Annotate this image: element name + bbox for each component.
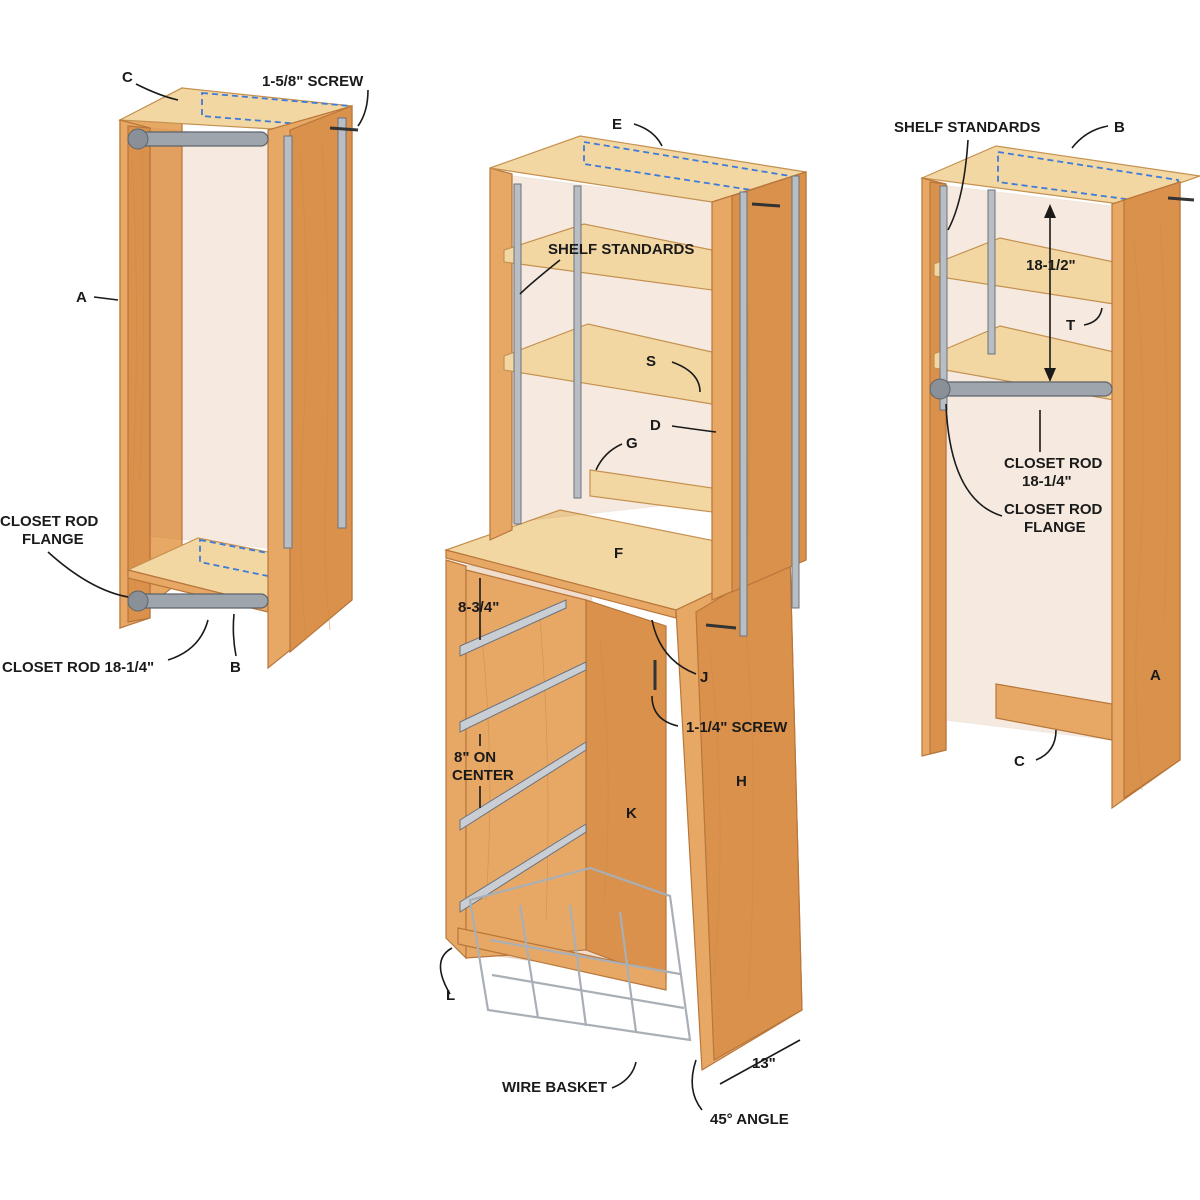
center-label-dim-13: 13" xyxy=(752,1055,776,1072)
center-label-angle: 45° ANGLE xyxy=(710,1111,789,1128)
right-closet-rod xyxy=(939,381,1113,397)
center-mid-screw xyxy=(705,623,737,630)
right-label-rod-2: 18-1/4" xyxy=(1022,473,1072,490)
left-screw xyxy=(329,126,359,132)
center-label-wire-basket: WIRE BASKET xyxy=(502,1079,607,1096)
center-unit xyxy=(439,123,807,1111)
right-closet-rod-flange xyxy=(929,378,951,400)
left-top-flange xyxy=(127,128,149,150)
center-shelf-standard-3 xyxy=(739,191,748,637)
center-label-on-center-2: CENTER xyxy=(452,767,514,784)
center-back-panel-k xyxy=(585,599,667,981)
right-shelf-standard-2 xyxy=(987,189,996,355)
left-label-a: A xyxy=(76,289,87,306)
left-unit xyxy=(47,83,369,670)
wire-basket xyxy=(468,866,692,1042)
right-label-dim-18-1-2: 18-1/2" xyxy=(1026,257,1076,274)
center-shelf-standard-2 xyxy=(573,185,582,499)
center-shelf-standard-4 xyxy=(791,175,800,609)
center-label-d: D xyxy=(650,417,661,434)
center-label-e: E xyxy=(612,116,622,133)
right-unit xyxy=(919,125,1200,810)
center-label-dim-8-3-4: 8-3/4" xyxy=(458,599,499,616)
left-shelf-standard-1 xyxy=(283,135,293,549)
right-screw xyxy=(1167,196,1195,202)
left-label-flange-2: FLANGE xyxy=(22,531,84,548)
center-label-g: G xyxy=(626,435,638,452)
left-bottom-flange xyxy=(127,590,149,612)
right-label-flange-1: CLOSET ROD xyxy=(1004,501,1103,518)
right-label-shelf-standards: SHELF STANDARDS xyxy=(894,119,1040,136)
right-shelf-standard-1 xyxy=(939,185,948,411)
center-label-h: H xyxy=(736,773,747,790)
right-label-c: C xyxy=(1014,753,1025,770)
left-label-flange-1: CLOSET ROD xyxy=(0,513,99,530)
drawer-slides xyxy=(459,599,587,913)
center-label-k: K xyxy=(626,805,637,822)
center-shelf-standard-1 xyxy=(513,183,522,525)
left-label-b: B xyxy=(230,659,241,676)
left-top-rod xyxy=(137,131,269,147)
center-label-on-center-1: 8" ON xyxy=(454,749,496,766)
right-label-a: A xyxy=(1150,667,1161,684)
right-label-flange-2: FLANGE xyxy=(1024,519,1086,536)
right-top-panel-b xyxy=(919,145,1200,205)
center-label-shelf-standards: SHELF STANDARDS xyxy=(548,241,694,258)
left-label-c: C xyxy=(122,69,133,86)
left-label-screw: 1-5/8" SCREW xyxy=(262,73,364,90)
right-label-t: T xyxy=(1066,317,1075,334)
center-label-screw: 1-1/4" SCREW xyxy=(686,719,788,736)
center-label-s: S xyxy=(646,353,656,370)
right-label-rod-1: CLOSET ROD xyxy=(1004,455,1103,472)
center-label-f: F xyxy=(614,545,623,562)
right-label-b: B xyxy=(1114,119,1125,136)
left-shelf-standard-2 xyxy=(337,117,347,529)
center-label-l: L xyxy=(446,987,455,1004)
center-label-j: J xyxy=(700,669,708,686)
center-top-screw xyxy=(751,202,781,208)
left-label-rod: CLOSET ROD 18-1/4" xyxy=(2,659,154,676)
left-bottom-rod xyxy=(137,593,269,609)
